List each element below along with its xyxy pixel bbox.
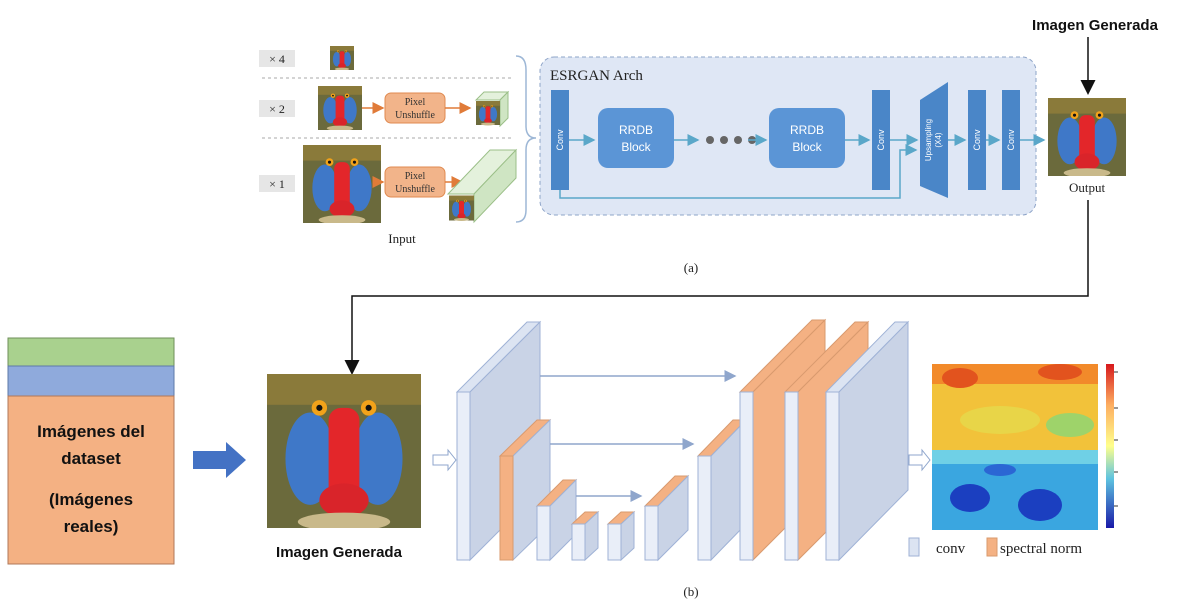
rrdb-label-1a: RRDB — [619, 123, 653, 137]
unet-block — [536, 505, 551, 561]
unet-block — [607, 523, 622, 561]
unet-block — [697, 455, 712, 561]
legend-conv-label: conv — [936, 541, 966, 557]
dataset-stack-orange — [7, 395, 175, 565]
ellipsis-dot — [706, 136, 714, 144]
legend-conv-swatch — [908, 537, 920, 557]
rrdb-block-2 — [769, 108, 845, 168]
scale-label-x4: × 4 — [269, 52, 285, 66]
scale-badge-x1 — [259, 175, 295, 192]
pixel-unshuffle-line2: Unshuffle — [395, 110, 435, 121]
unet-block — [784, 391, 799, 561]
dataset-label-4: reales) — [64, 517, 119, 536]
output-image — [1048, 98, 1126, 176]
pixel-unshuffle-line1: Pixel — [405, 97, 426, 108]
scale-badge-x2 — [259, 100, 295, 117]
scale-label-x1: × 1 — [269, 177, 285, 191]
generated-label: Imagen Generada — [276, 544, 403, 561]
dataset-label-3: (Imágenes — [49, 490, 133, 509]
ellipsis-dot — [734, 136, 742, 144]
conv-label-1: Conv — [555, 129, 565, 151]
unet-block — [739, 391, 754, 561]
scale-badge-x4 — [259, 50, 295, 67]
conv-block-3 — [968, 90, 986, 190]
upsampling-block — [920, 82, 948, 198]
dataset-arrow — [193, 442, 246, 478]
pixel-unshuffle-line2: Unshuffle — [395, 184, 435, 195]
rrdb-block-1 — [598, 108, 674, 168]
input-hollow-arrow — [432, 448, 457, 472]
unet-block — [825, 391, 840, 561]
unet-block — [644, 505, 659, 561]
dataset-stack-green — [7, 337, 175, 367]
rrdb-label-2b: Block — [792, 140, 822, 154]
pixel-unshuffle-line1: Pixel — [405, 171, 426, 182]
ellipsis-dot — [720, 136, 728, 144]
unet-block — [456, 391, 471, 561]
feature-cube-x1-side — [473, 148, 517, 224]
upsampling-label-1: Upsampling — [924, 119, 933, 161]
generated-image — [267, 374, 421, 528]
output-label: Output — [1069, 180, 1106, 195]
feature-image-x2 — [476, 101, 500, 126]
rrdb-label-2a: RRDB — [790, 123, 824, 137]
input-image-x4 — [330, 46, 354, 70]
legend-spectral-swatch — [986, 537, 998, 557]
caption-b: (b) — [683, 584, 698, 599]
caption-a: (a) — [684, 260, 698, 275]
input-image-x2 — [318, 86, 362, 130]
conv-label-4: Conv — [1006, 129, 1016, 151]
legend-spectral-label: spectral norm — [1000, 541, 1082, 557]
connector-output-to-discriminator — [344, 200, 1089, 375]
feature-image-x1 — [449, 195, 474, 221]
unet-discriminator — [455, 318, 910, 562]
upsampling-label-2: (X4) — [934, 132, 943, 147]
scale-label-x2: × 2 — [269, 102, 285, 116]
heatmap-output — [932, 364, 1118, 530]
brace — [515, 55, 537, 223]
generated-label-top: Imagen Generada — [1032, 17, 1159, 34]
dataset-stack-blue — [7, 365, 175, 397]
feature-cube-x2-side — [499, 90, 509, 128]
conv-block-4 — [1002, 90, 1020, 190]
conv-label-3: Conv — [972, 129, 982, 151]
unet-block — [499, 455, 514, 561]
rrdb-label-1b: Block — [621, 140, 651, 154]
input-label: Input — [388, 231, 416, 246]
conv-block-2 — [872, 90, 890, 190]
dataset-label-2: dataset — [61, 449, 121, 468]
unet-block — [571, 523, 586, 561]
esrgan-arch-title: ESRGAN Arch — [550, 68, 643, 84]
dataset-label-1: Imágenes del — [37, 422, 145, 441]
input-image-x1 — [303, 145, 381, 223]
output-hollow-arrow — [908, 448, 931, 472]
conv-label-2: Conv — [876, 129, 886, 151]
conv-block-1 — [551, 90, 569, 190]
skip-connection — [559, 144, 918, 199]
